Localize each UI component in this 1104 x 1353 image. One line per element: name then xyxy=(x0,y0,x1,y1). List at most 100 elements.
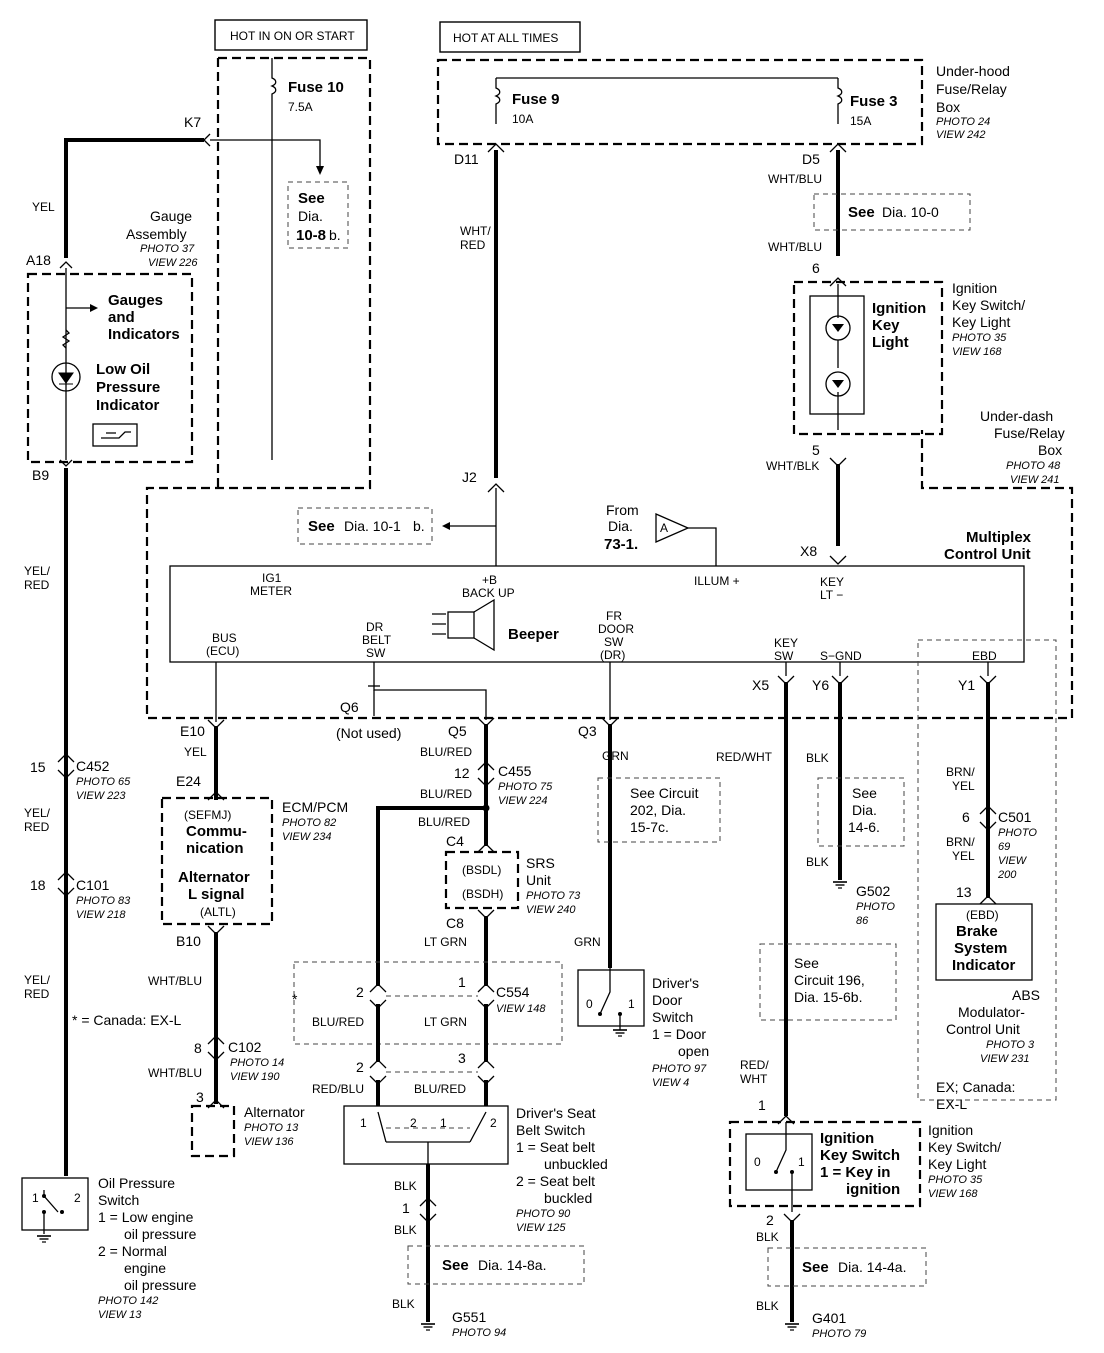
a18-connector-icon xyxy=(59,261,73,269)
oil-l7: oil pressure xyxy=(124,1277,197,1293)
see-10-8-c: 10-8 xyxy=(296,227,326,244)
see-dia-14-8-box xyxy=(407,1245,585,1285)
ignsw-photo: PHOTO 35 xyxy=(928,1174,983,1186)
pin-2a: 2 xyxy=(356,984,364,1000)
pin-c4: C4 xyxy=(446,833,464,849)
oil-view: VIEW 13 xyxy=(98,1309,142,1321)
see-14-8-b: Dia. 14-8a. xyxy=(478,1257,546,1273)
wire-blured2: BLU/RED xyxy=(420,787,472,801)
mcu-frb: DOOR xyxy=(598,622,634,636)
see-10-0-a: See xyxy=(848,204,875,221)
pin6-connector-icon xyxy=(829,277,847,287)
wire-yel-k7 xyxy=(64,138,204,258)
wire-grn: GRN xyxy=(602,749,629,763)
wire-blk4: BLK xyxy=(394,1223,417,1237)
abs-photo: PHOTO 3 xyxy=(986,1039,1035,1051)
ignsw-r2: Key Switch/ xyxy=(928,1139,1001,1155)
pin-8: 8 xyxy=(194,1040,202,1056)
led-icon xyxy=(832,380,844,388)
pin-6b: 6 xyxy=(962,809,970,825)
abs-ex1: EX; Canada: xyxy=(936,1079,1015,1095)
abs-m2: Modulator- xyxy=(958,1004,1025,1020)
mcu-keylta: KEY xyxy=(820,575,844,589)
pin-q3: Q3 xyxy=(578,723,597,739)
brake-system-indicator-box xyxy=(935,903,1033,981)
ex-canada-area xyxy=(917,639,1057,1101)
door-switch-contact xyxy=(599,968,621,1030)
gauge-gi3: Indicators xyxy=(108,326,180,343)
c501-label: C501 xyxy=(998,809,1032,825)
ikl-l3: Light xyxy=(872,334,909,351)
hot-run-box xyxy=(214,19,368,51)
door-l4: 1 = Door xyxy=(652,1026,706,1042)
oil-l3: 1 = Low engine xyxy=(98,1209,194,1225)
mcu-busb: (ECU) xyxy=(206,644,239,658)
c452-view: VIEW 223 xyxy=(76,790,126,802)
ignition-key-switch-outer xyxy=(728,1120,922,1208)
abs-m1: ABS xyxy=(1012,987,1040,1003)
seat-l5: 2 = Seat belt xyxy=(516,1173,595,1189)
hot-always-label: HOT AT ALL TIMES xyxy=(453,31,558,45)
see-10-8-a: See xyxy=(298,190,325,207)
underdash-l2: Fuse/Relay xyxy=(994,425,1065,441)
abs-ex2: EX-L xyxy=(936,1096,967,1112)
ecm-b3: (ALTL) xyxy=(200,905,236,919)
wire-blk1: BLK xyxy=(806,751,829,765)
c554-star: * xyxy=(292,991,298,1007)
c554-optional-area xyxy=(293,961,563,1045)
ecm-view: VIEW 234 xyxy=(282,831,332,843)
c4-connector-icon xyxy=(477,843,495,853)
mcu-l2: Control Unit xyxy=(944,546,1031,563)
c101-view: VIEW 218 xyxy=(76,909,126,921)
see-196-b: Circuit 196, xyxy=(794,972,865,988)
arrow-right-icon xyxy=(90,304,98,312)
see-202-b: 202, Dia. xyxy=(630,802,686,818)
ignition-key-switch-box xyxy=(745,1133,813,1191)
ecm-photo: PHOTO 82 xyxy=(282,817,336,829)
mcu-sgnd: S−GND xyxy=(820,649,862,663)
resistor-icon xyxy=(61,329,71,349)
ecm-a3: nication xyxy=(186,840,244,857)
c101-connector-icon xyxy=(57,871,75,897)
c501-photo2: 69 xyxy=(998,841,1010,853)
mcu-bua: +B xyxy=(482,573,497,587)
hot-always-box xyxy=(439,21,581,53)
wire-redwht: RED/WHT xyxy=(716,750,773,764)
c101-label: C101 xyxy=(76,877,110,893)
from-l2: Dia. xyxy=(608,518,633,534)
c501-view2: 200 xyxy=(997,869,1017,881)
abs-e1: (EBD) xyxy=(966,908,999,922)
seat-l2: Belt Switch xyxy=(516,1122,585,1138)
door-view: VIEW 4 xyxy=(652,1077,689,1089)
fuse-10-branch xyxy=(210,139,321,170)
pin-2b: 2 xyxy=(356,1059,364,1075)
pin-b9: B9 xyxy=(32,467,49,483)
fuse-9-symbol xyxy=(494,78,501,124)
ignsw-view: VIEW 168 xyxy=(928,1188,978,1200)
wire-whtblk: WHT/BLK xyxy=(766,459,819,473)
wire-blured3: BLU/RED xyxy=(418,815,470,829)
see-14-4-a: See xyxy=(802,1259,829,1276)
mcu-ebd: EBD xyxy=(972,649,997,663)
k7-connector-icon xyxy=(203,133,211,147)
fuse-3-symbol xyxy=(836,78,843,124)
seat-photo: PHOTO 90 xyxy=(516,1208,571,1220)
pin-e10: E10 xyxy=(180,723,205,739)
seat-view: VIEW 125 xyxy=(516,1222,566,1234)
g401-ground-icon xyxy=(784,1323,800,1331)
see-10-8-b: Dia. xyxy=(298,208,323,224)
door-l5: open xyxy=(678,1043,709,1059)
ikl-view: VIEW 168 xyxy=(952,346,1002,358)
wire-yelred3a: YEL/ xyxy=(24,973,51,987)
alternator-box xyxy=(190,1104,236,1158)
srs-view: VIEW 240 xyxy=(526,904,576,916)
oil-switch-ground-icon xyxy=(36,1235,52,1243)
see-14-4-b: Dia. 14-4a. xyxy=(838,1259,906,1275)
beeper-horn xyxy=(473,598,495,652)
ecm-a1: (SEFMJ) xyxy=(184,808,231,822)
wire-yel2: YEL xyxy=(184,745,207,759)
beeper-sound-lines xyxy=(432,613,446,635)
c501-view: VIEW xyxy=(998,855,1028,867)
door-l3: Switch xyxy=(652,1009,693,1025)
see-dia-14-4-box xyxy=(767,1247,927,1287)
